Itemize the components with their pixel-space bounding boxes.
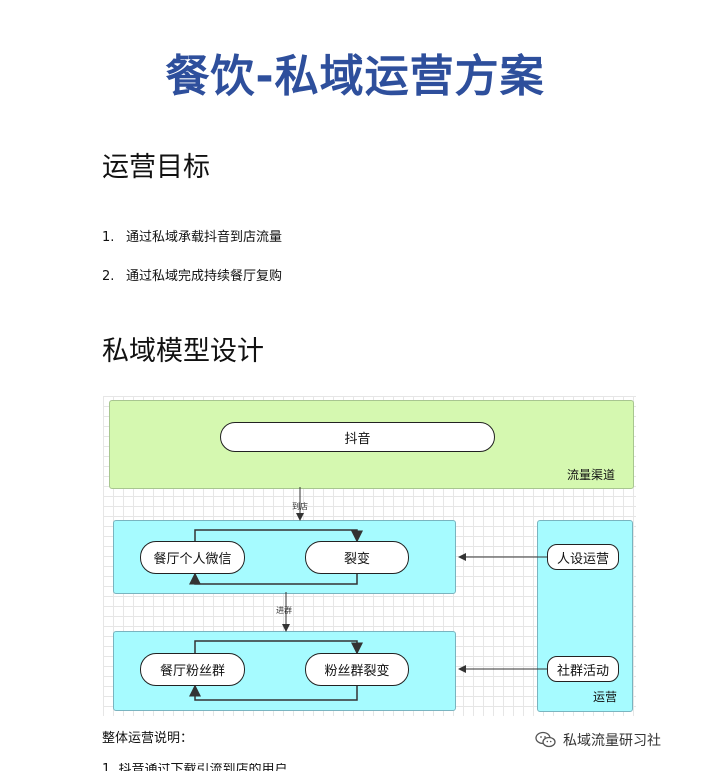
node-douyin: 抖音 (220, 422, 495, 452)
diagram-edges (189, 487, 547, 701)
private-domain-model-diagram: 抖音 流量渠道 到店 进群 餐厅个人微信 裂变 餐厅粉丝群 粉丝群裂变 人设运营… (103, 396, 636, 716)
node-group-fission: 粉丝群裂变 (305, 653, 409, 686)
page-title: 餐饮-私域运营方案 (165, 51, 545, 102)
overall-ops-heading: 整体运营说明： (102, 731, 194, 746)
edge-wechat-to-fission (194, 529, 363, 543)
goal-number: 2. (102, 269, 115, 284)
goal-item: 2. 通过私域完成持续餐厅复购 (102, 265, 282, 284)
watermark-text: 私域流量研习社 (563, 733, 661, 749)
node-community-events: 社群活动 (547, 656, 619, 682)
node-restaurant-wechat: 餐厅个人微信 (140, 541, 245, 574)
node-persona-ops: 人设运营 (547, 544, 619, 570)
goal-text: 通过私域完成持续餐厅复购 (126, 269, 283, 284)
edge-fission-to-fangroup (189, 684, 358, 701)
edge-label-join-group: 进群 (276, 606, 292, 615)
zone-label-ops: 运营 (593, 690, 618, 704)
list-item-cut-off: 1. 抖音通过下载引流到店的用户 (102, 763, 288, 771)
edge-fangroup-to-fission (194, 640, 363, 655)
node-fission: 裂变 (305, 541, 409, 574)
edge-label-to-store: 到店 (292, 502, 308, 511)
zone-label-channel: 流量渠道 (567, 468, 616, 482)
section-heading-model: 私域模型设计 (102, 336, 264, 367)
wechat-icon (535, 731, 556, 748)
section-heading-goals: 运营目标 (102, 152, 210, 183)
goal-item: 1. 通过私域承载抖音到店流量 (102, 226, 282, 245)
goal-number: 1. (102, 230, 115, 245)
node-fan-group: 餐厅粉丝群 (140, 653, 245, 686)
goal-text: 通过私域承载抖音到店流量 (126, 230, 283, 245)
edge-fission-to-wechat (189, 572, 358, 585)
watermark: 私域流量研习社 (535, 730, 661, 750)
